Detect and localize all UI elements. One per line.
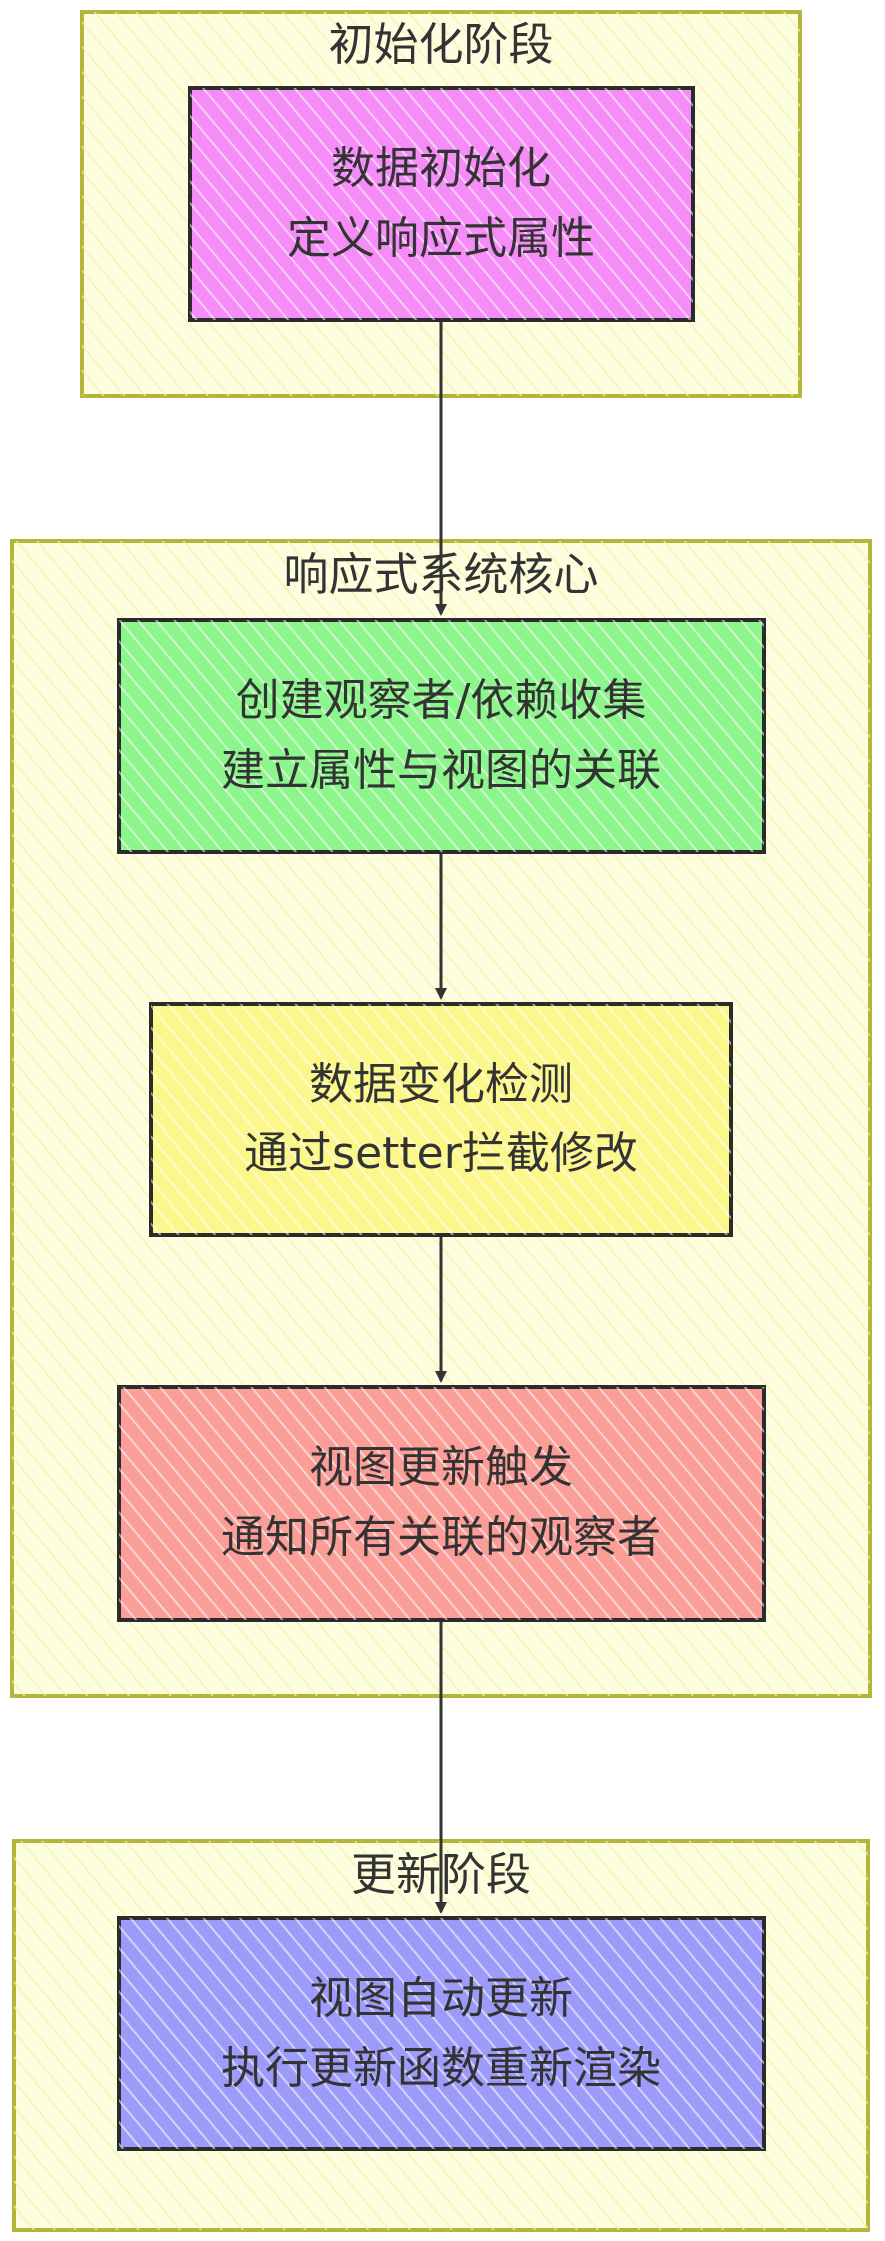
node-change-detect-line1: 数据变化检测: [309, 1059, 573, 1110]
node-view-trigger: 视图更新触发 通知所有关联的观察者: [117, 1385, 766, 1622]
node-auto-update-line2: 执行更新函数重新渲染: [221, 2043, 661, 2094]
node-change-detect: 数据变化检测 通过setter拦截修改: [149, 1002, 733, 1237]
node-observer-line2: 建立属性与视图的关联: [221, 745, 661, 796]
node-data-init-line1: 数据初始化: [331, 143, 551, 194]
node-data-init: 数据初始化 定义响应式属性: [188, 86, 695, 322]
node-view-trigger-line2: 通知所有关联的观察者: [221, 1512, 661, 1563]
node-auto-update: 视图自动更新 执行更新函数重新渲染: [117, 1916, 766, 2151]
node-data-init-line2: 定义响应式属性: [287, 213, 595, 264]
node-auto-update-line1: 视图自动更新: [309, 1973, 573, 2024]
group-init-title: 初始化阶段: [328, 18, 553, 71]
node-view-trigger-line1: 视图更新触发: [309, 1442, 573, 1493]
node-change-detect-line2: 通过setter拦截修改: [244, 1128, 638, 1179]
node-observer-line1: 创建观察者/依赖收集: [236, 675, 647, 726]
node-observer: 创建观察者/依赖收集 建立属性与视图的关联: [117, 618, 766, 854]
